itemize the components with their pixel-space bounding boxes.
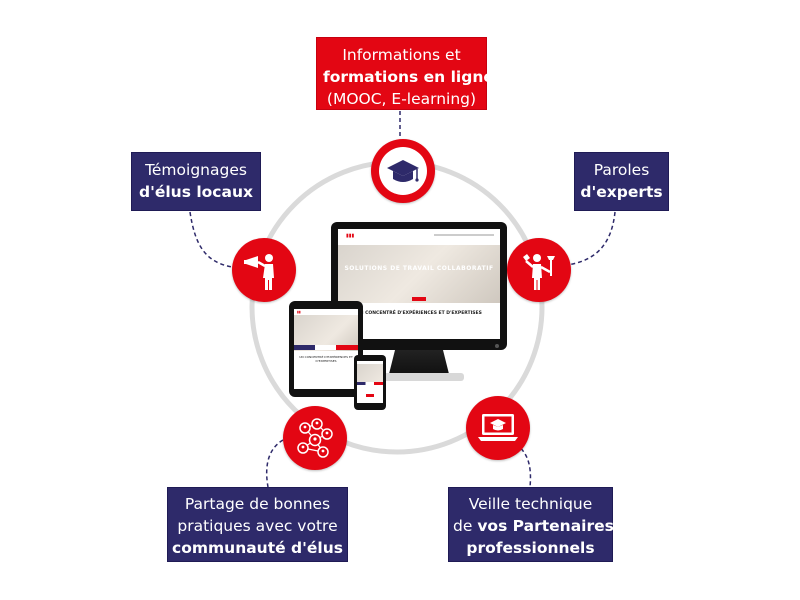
node-bottom-right-line2-pre: de	[453, 517, 478, 535]
smartphone-device	[354, 355, 386, 410]
node-right-box: Paroles d'experts	[574, 152, 669, 211]
mini-nav	[434, 234, 494, 236]
megaphone-person-icon	[232, 238, 296, 302]
node-bottom-right-box: Veille technique de vos Partenaires prof…	[448, 487, 614, 562]
node-left-line1: Témoignages	[145, 161, 247, 179]
monitor-stand	[389, 350, 449, 374]
connector-right	[566, 211, 616, 266]
tablet-screen: ▮▮ UN CONCENTRÉ D'EXPÉRIENCES ET D'EXPER…	[294, 309, 358, 389]
node-top-box: Informations et formations en ligne (MOO…	[316, 37, 494, 110]
tablet-logo: ▮▮	[297, 310, 301, 314]
node-right-line1: Paroles	[593, 161, 650, 179]
phone-flag-band	[357, 382, 383, 385]
connector-bottom-right	[509, 439, 532, 488]
network-people-icon	[283, 406, 347, 470]
tablet-tagline: UN CONCENTRÉ D'EXPÉRIENCES ET D'EXPERTIS…	[299, 355, 353, 363]
power-indicator	[495, 344, 499, 348]
node-bottom-left-line3: communauté d'élus	[172, 539, 343, 557]
monitor-hero: SOLUTIONS DE TRAVAIL COLLABORATIF	[338, 245, 500, 303]
graduation-cap-icon	[371, 139, 435, 203]
node-top-line1: Informations et	[342, 46, 461, 64]
mini-logo: ▮▮▮	[346, 233, 355, 239]
monitor-screen: ▮▮▮ SOLUTIONS DE TRAVAIL COLLABORATIF UN…	[338, 229, 500, 339]
phone-button	[366, 394, 374, 397]
phone-screen	[357, 361, 383, 403]
tablet-device: ▮▮ UN CONCENTRÉ D'EXPÉRIENCES ET D'EXPER…	[289, 301, 363, 397]
node-bottom-left-line2: pratiques avec votre	[177, 517, 338, 535]
node-top-line3: (MOOC, E-learning)	[326, 90, 477, 108]
node-left-line2: d'élus locaux	[139, 183, 253, 201]
node-left-box: Témoignages d'élus locaux	[131, 152, 261, 211]
screen-tagline: UN CONCENTRÉ D'EXPÉRIENCES ET D'EXPERTIS…	[356, 311, 482, 316]
tablet-flag-band	[294, 345, 358, 350]
node-bottom-left-line1: Partage de bonnes	[184, 495, 331, 513]
hero-button	[412, 297, 426, 301]
node-bottom-right-line3: professionnels	[466, 539, 595, 557]
laptop-graduation-icon	[466, 396, 530, 460]
node-right-line2: d'experts	[580, 183, 663, 201]
node-bottom-left-box: Partage de bonnes pratiques avec votre c…	[167, 487, 348, 562]
node-bottom-right-line1: Veille technique	[468, 495, 593, 513]
node-top-line2: formations en ligne	[323, 68, 494, 86]
connector-bottom-left	[265, 439, 284, 488]
monitor-base	[374, 373, 464, 381]
node-bottom-right-line2: vos Partenaires	[477, 517, 614, 535]
hero-title: SOLUTIONS DE TRAVAIL COLLABORATIF	[344, 265, 494, 272]
expert-tool-person-icon	[507, 238, 571, 302]
connector-left	[189, 211, 233, 268]
phone-hero	[357, 364, 383, 382]
